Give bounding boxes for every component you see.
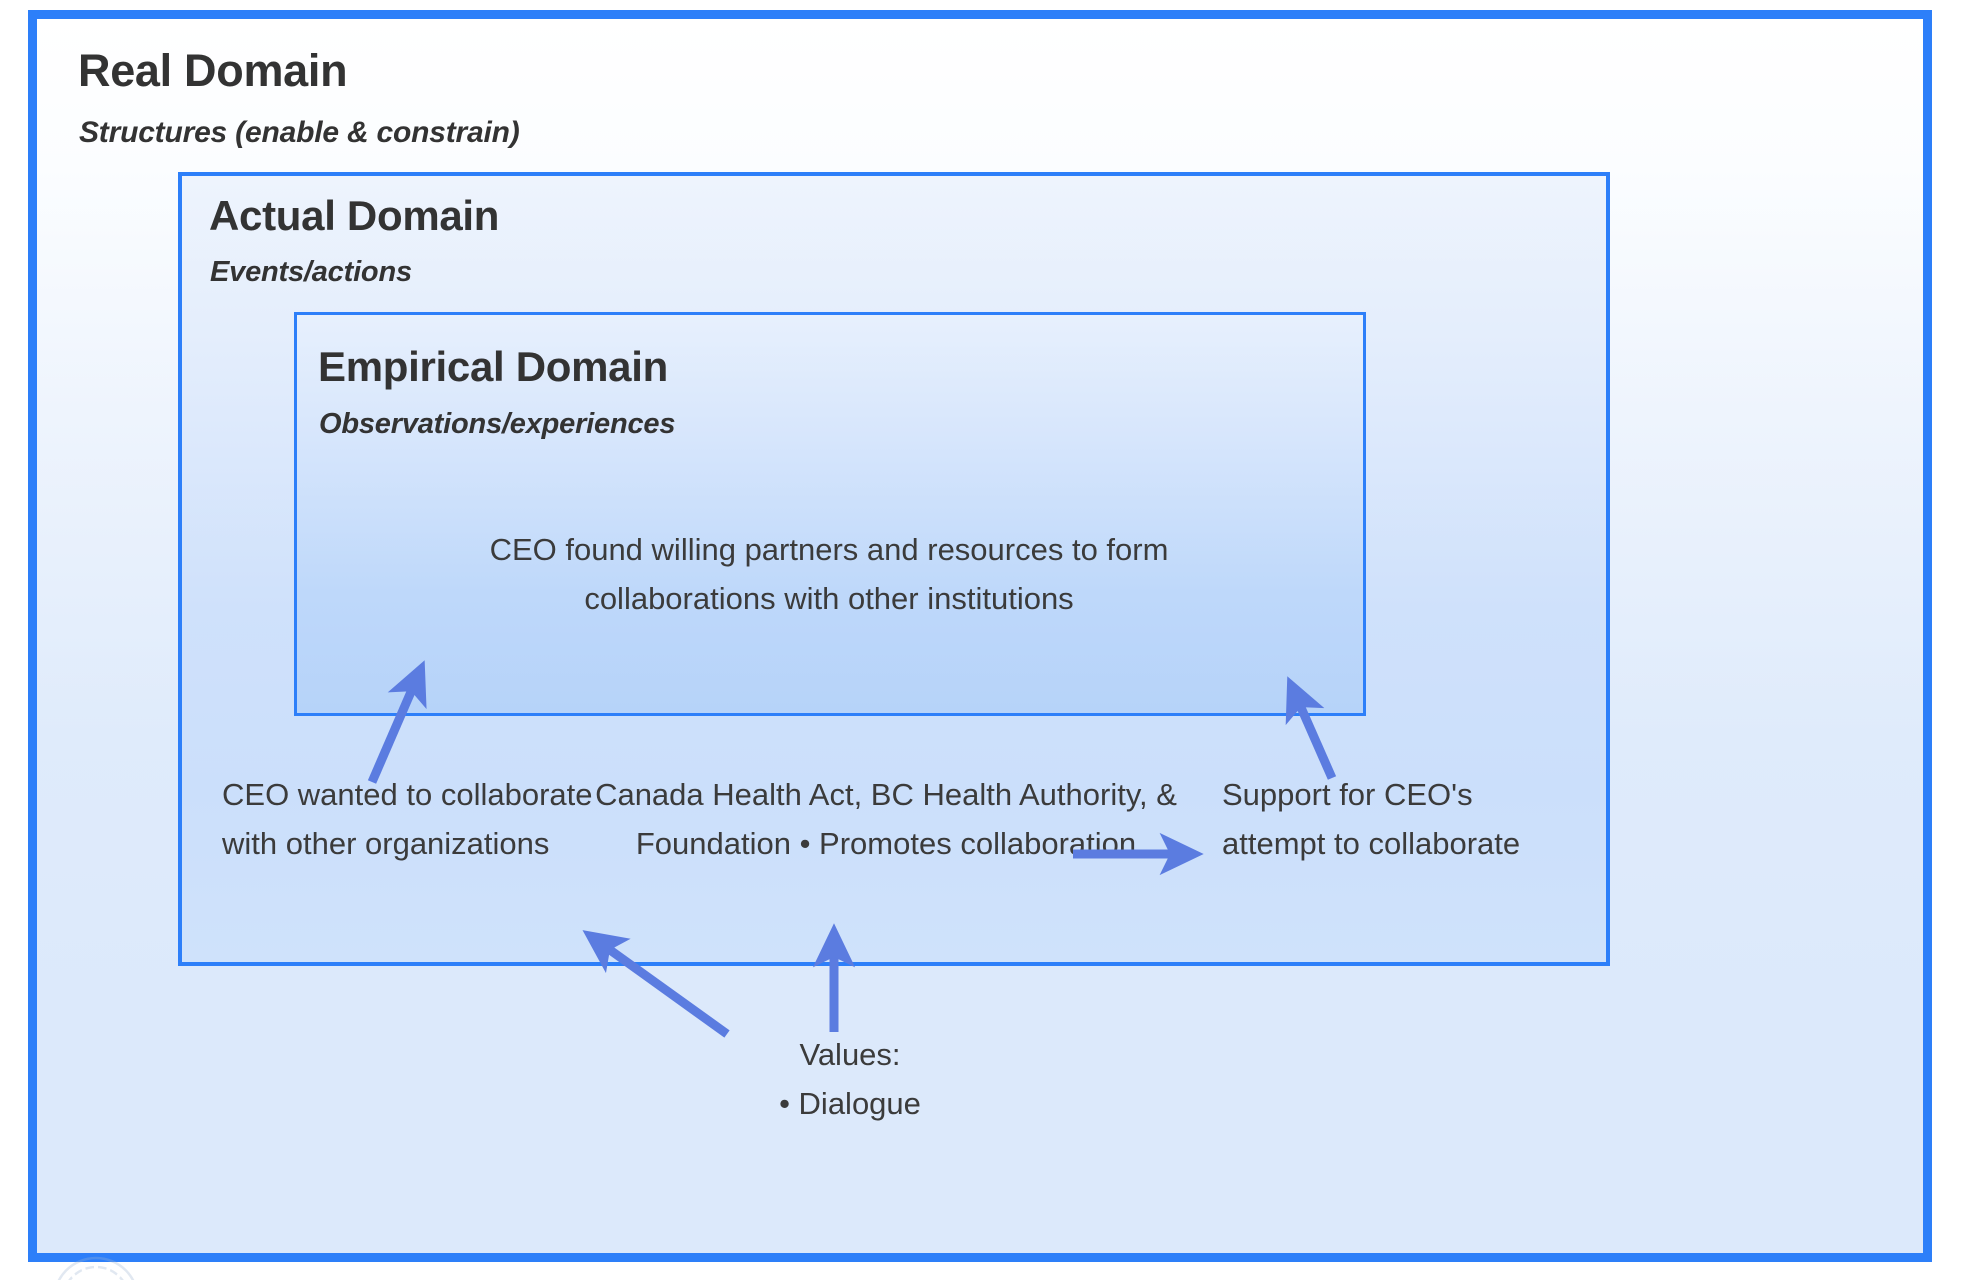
values-heading: Values: [799, 1037, 901, 1072]
note-support-for-ceo: Support for CEO's attempt to collaborate [1222, 777, 1521, 861]
empirical-domain-box [294, 312, 1366, 716]
real-domain-subtitle: Structures (enable & constrain) [79, 116, 520, 149]
real-domain-title: Real Domain [78, 45, 348, 96]
empirical-domain-body-text: CEO found willing partners and resources… [489, 532, 1169, 616]
note-structures-health-act: Canada Health Act, BC Health Authority, … [595, 777, 1177, 861]
empirical-domain-title: Empirical Domain [318, 343, 668, 390]
values-item-dialogue: • Dialogue [779, 1086, 921, 1121]
empirical-domain-subtitle: Observations/experiences [319, 408, 676, 440]
actual-domain-subtitle: Events/actions [210, 256, 412, 288]
note-values: Values: • Dialogue [660, 1030, 1040, 1128]
note-ceo-wanted-to-collaborate: CEO wanted to collaborate with other org… [222, 777, 593, 861]
actual-domain-title: Actual Domain [209, 192, 500, 239]
